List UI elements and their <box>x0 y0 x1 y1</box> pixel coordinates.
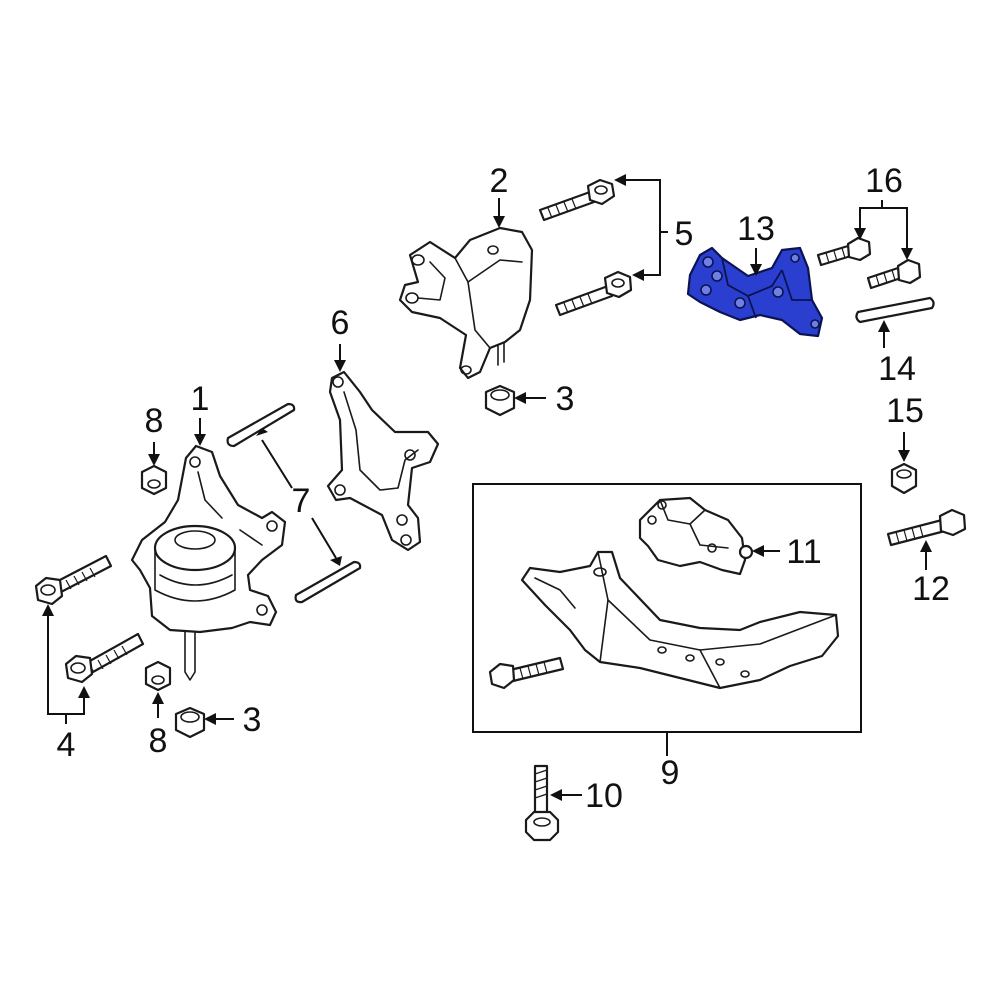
callout-1: 1 <box>191 380 210 418</box>
callout-14: 14 <box>878 350 916 388</box>
part-5-bolt-lower[interactable] <box>554 270 633 317</box>
part-16-bolt-left[interactable] <box>816 236 872 267</box>
part-8-nut-lower[interactable] <box>144 660 172 692</box>
callout-labels: 1 2 3 3 4 5 6 7 8 8 9 10 11 12 13 14 15 … <box>57 162 950 815</box>
part-14-pin[interactable] <box>855 296 935 324</box>
part-9-crossmember[interactable] <box>520 550 840 690</box>
part-11-mount[interactable] <box>638 496 754 576</box>
callout-15: 15 <box>886 392 924 430</box>
callout-7: 7 <box>292 482 311 520</box>
part-13-bracket-highlighted[interactable] <box>686 246 824 338</box>
part-16-bolt-right[interactable] <box>866 258 922 290</box>
callout-2: 2 <box>490 162 509 200</box>
callout-5: 5 <box>675 215 694 253</box>
part-7-pin-upper[interactable] <box>226 402 296 448</box>
part-5-bolt-upper[interactable] <box>538 178 616 222</box>
callout-3-upper: 3 <box>556 380 575 418</box>
part-2-mount-bracket[interactable] <box>398 226 534 380</box>
callout-12: 12 <box>912 570 950 608</box>
leader-lines <box>42 174 932 801</box>
callout-11: 11 <box>786 533 821 571</box>
part-1-engine-mount[interactable] <box>130 444 287 681</box>
callout-16: 16 <box>865 162 903 200</box>
callout-10: 10 <box>585 777 623 815</box>
part-7-pin-lower[interactable] <box>294 560 362 604</box>
part-3-nut-lower[interactable] <box>174 706 206 739</box>
callout-4: 4 <box>57 726 76 764</box>
part-6-plate-bracket[interactable] <box>326 370 440 552</box>
crossmember-bolt[interactable] <box>488 656 565 690</box>
part-3-nut-upper[interactable] <box>484 384 516 417</box>
callout-3-lower: 3 <box>243 701 262 739</box>
callout-8-lower: 8 <box>149 722 168 760</box>
callout-9: 9 <box>661 754 680 792</box>
part-8-nut-upper[interactable] <box>140 464 168 496</box>
callout-8-upper: 8 <box>145 402 164 440</box>
part-12-bolt[interactable] <box>886 508 967 547</box>
callout-6: 6 <box>331 304 350 342</box>
part-15-nut[interactable] <box>890 462 918 495</box>
part-4-bolt-upper[interactable] <box>34 554 113 606</box>
part-10-bolt[interactable] <box>524 764 560 842</box>
part-4-bolt-lower[interactable] <box>64 632 145 684</box>
callout-13: 13 <box>737 210 775 248</box>
